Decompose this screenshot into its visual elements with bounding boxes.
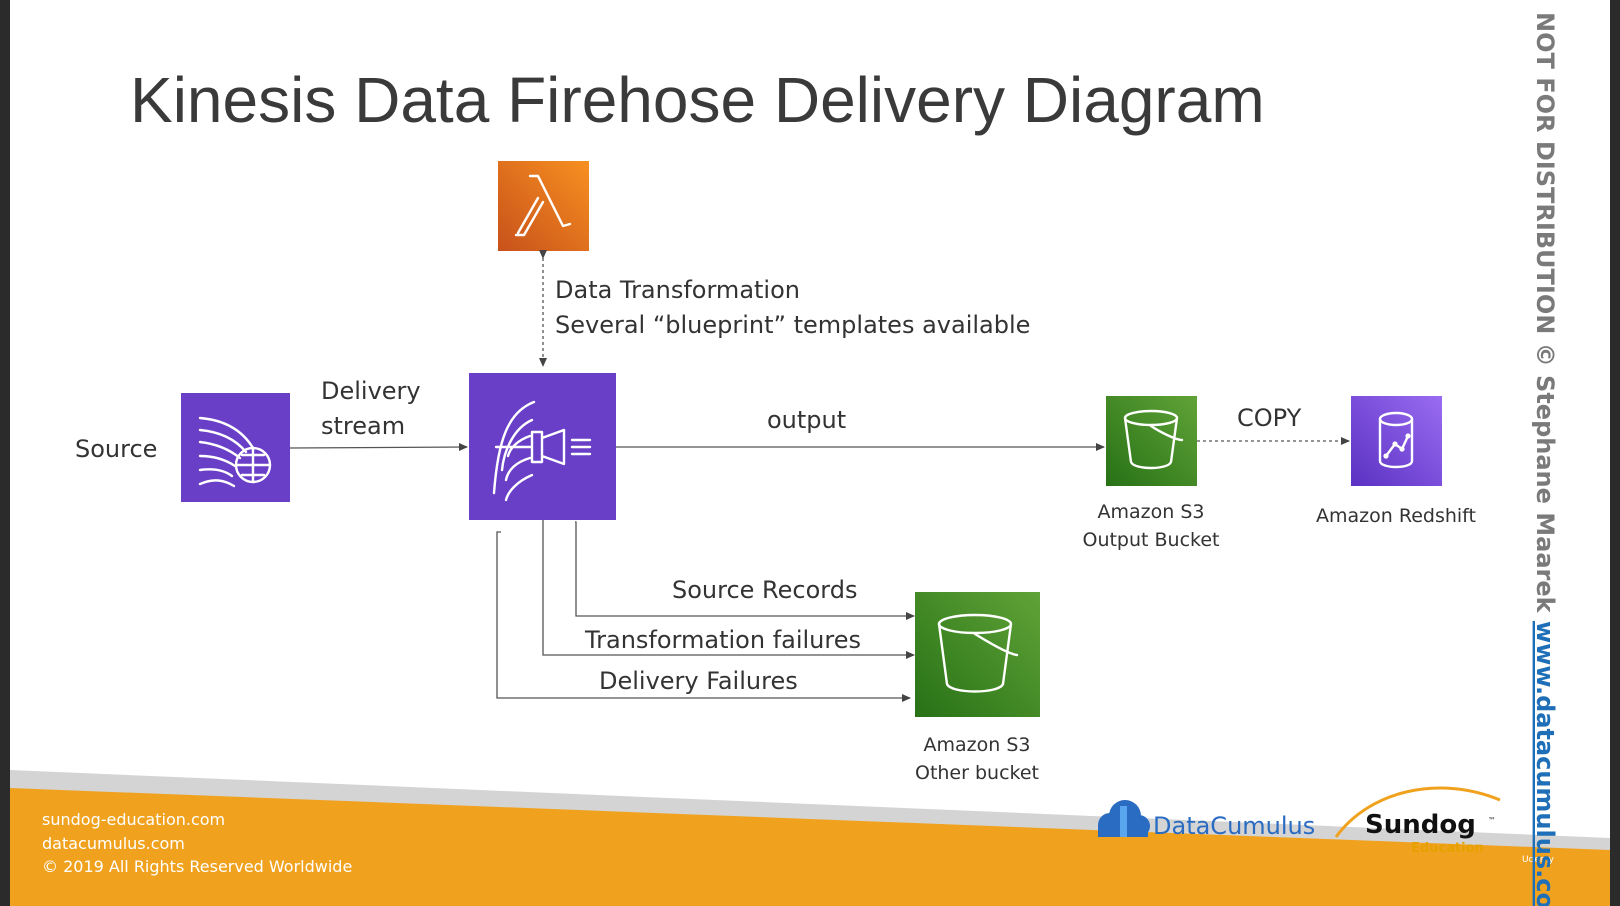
label-s3-output-2: Output Bucket — [1082, 529, 1219, 551]
datacumulus-logo: DataCumulus — [1098, 800, 1315, 840]
sundog-education-label: Education — [1411, 841, 1484, 856]
label-transform-1: Data Transformation — [555, 276, 800, 304]
redshift-node — [1351, 396, 1442, 486]
label-source-records: Source Records — [672, 576, 857, 604]
sundog-wordmark: Sundog — [1365, 810, 1476, 840]
watermark-text: NOT FOR DISTRIBUTION © Stephane Maarek — [1531, 12, 1559, 621]
label-delivery-1: Delivery — [321, 377, 421, 405]
s3-other-node — [915, 592, 1040, 717]
footer-band — [10, 788, 1610, 906]
footer-line-3: © 2019 All Rights Reserved Worldwide — [42, 857, 352, 876]
kinesis-data-streams-icon — [181, 393, 290, 502]
lambda-node — [498, 161, 589, 251]
s3-bucket-icon — [1106, 396, 1197, 486]
label-redshift: Amazon Redshift — [1316, 505, 1476, 527]
delivery-failures-arrow — [496, 531, 911, 702]
footer-line-1: sundog-education.com — [42, 810, 225, 829]
redshift-icon — [1351, 396, 1442, 486]
label-s3-other-2: Other bucket — [915, 762, 1039, 784]
source-node — [181, 393, 290, 502]
diagram-canvas: Kinesis Data Firehose Delivery Diagram D… — [10, 12, 1610, 906]
s3-bucket-icon — [915, 592, 1040, 717]
label-transform-2: Several “blueprint” templates available — [555, 311, 1030, 339]
label-s3-other-1: Amazon S3 — [924, 734, 1031, 756]
sundog-logo: Sundog ™ Education — [1334, 786, 1501, 856]
datacumulus-cloud-icon — [1098, 800, 1150, 837]
label-delivery-failures: Delivery Failures — [599, 667, 798, 695]
sundog-trademark: ™ — [1488, 816, 1496, 825]
label-s3-output-1: Amazon S3 — [1098, 501, 1205, 523]
slide: Kinesis Data Firehose Delivery Diagram D… — [10, 0, 1610, 906]
watermark-url[interactable]: www.datacumulus.com — [1531, 621, 1559, 906]
transformation-failures-arrow — [542, 520, 915, 659]
label-copy: COPY — [1237, 404, 1302, 432]
label-transformation-failures: Transformation failures — [584, 626, 861, 654]
firehose-node — [469, 373, 616, 520]
delivery-stream-arrow — [289, 443, 468, 452]
slide-title: Kinesis Data Firehose Delivery Diagram — [130, 64, 1265, 136]
datacumulus-wordmark: DataCumulus — [1153, 812, 1315, 840]
label-delivery-2: stream — [321, 412, 405, 440]
s3-output-node — [1106, 396, 1197, 486]
source-records-arrow — [575, 521, 915, 620]
udemy-watermark: Udemy — [1522, 855, 1555, 865]
label-source: Source — [75, 435, 157, 463]
footer-line-2: datacumulus.com — [42, 834, 185, 853]
label-output: output — [767, 406, 846, 434]
lambda-glyph — [516, 174, 572, 235]
copyright-watermark: NOT FOR DISTRIBUTION © Stephane Maarek w… — [1531, 12, 1559, 906]
lambda-icon — [498, 161, 589, 251]
